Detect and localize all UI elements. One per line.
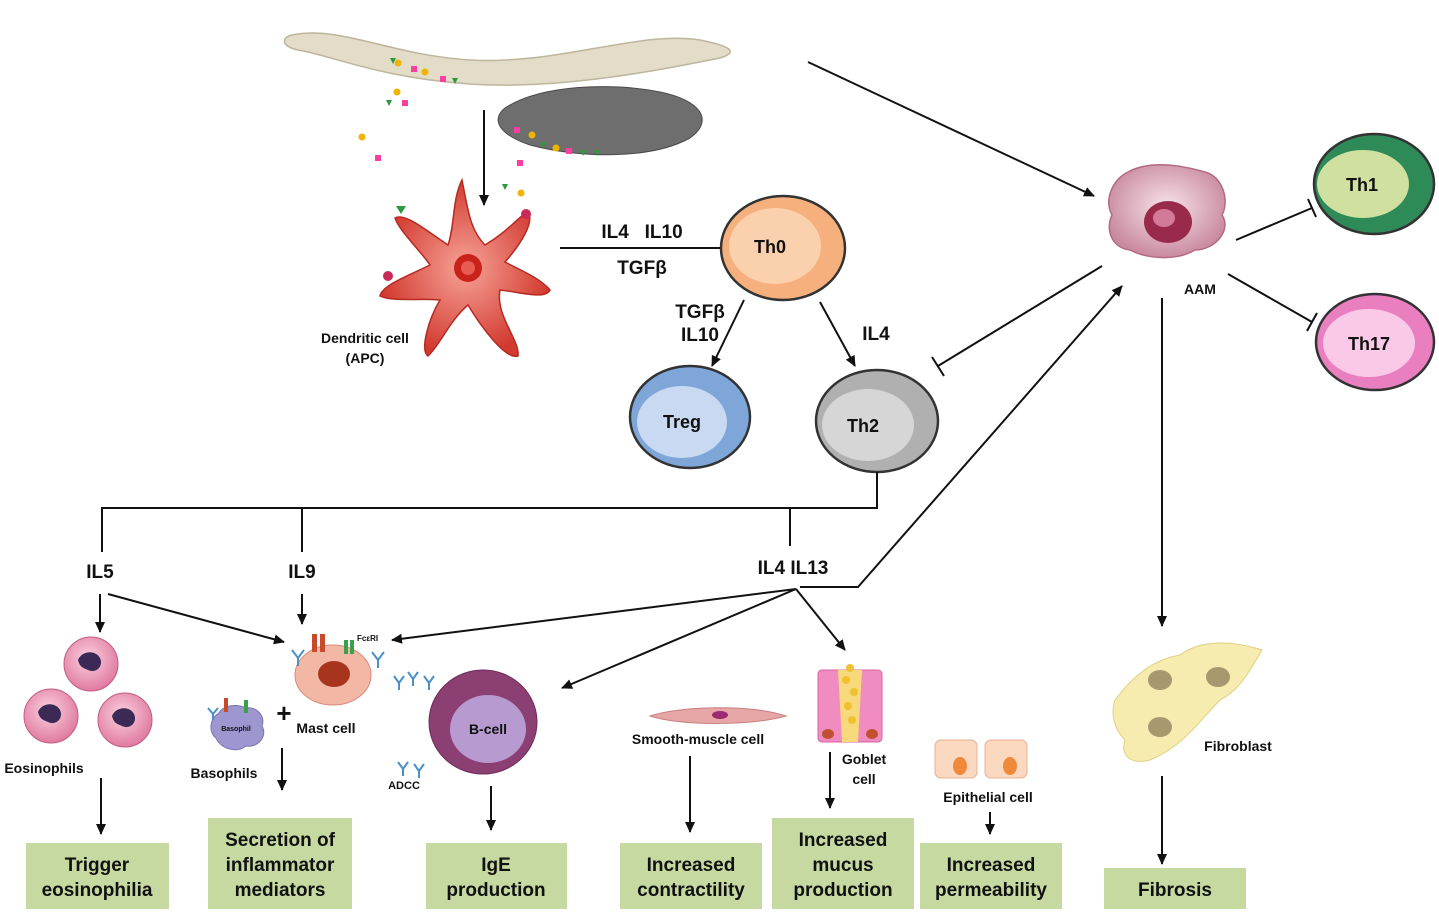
svg-text:eosinophilia: eosinophilia (42, 880, 153, 901)
goblet-cell-illustration (817, 664, 883, 743)
cytokine-il5: IL5 (86, 562, 114, 583)
plus-sign: + (276, 698, 291, 728)
svg-text:production: production (793, 880, 892, 901)
svg-text:IgE: IgE (481, 855, 511, 876)
goblet-cell-label-line1: Goblet (842, 751, 887, 767)
svg-text:Increased: Increased (799, 830, 888, 851)
th2-cell (814, 368, 940, 474)
cytokine-tgfb-treg: TGFβ (675, 302, 725, 323)
basophil-illustration (207, 698, 265, 751)
th17-cell (1314, 292, 1436, 392)
goblet-cell-label-line2: cell (852, 771, 875, 787)
svg-text:mediators: mediators (235, 880, 326, 901)
th2-label: Th2 (847, 416, 879, 436)
svg-text:Increased: Increased (947, 855, 1036, 876)
adcc-label: ADCC (388, 780, 420, 792)
svg-text:Increased: Increased (647, 855, 736, 876)
antibodies-illustration (393, 671, 435, 778)
svg-text:production: production (446, 880, 545, 901)
outcome-increased-mucus: Increased mucus production (772, 818, 914, 909)
basophils-label: Basophils (191, 765, 258, 781)
th1-label: Th1 (1346, 175, 1378, 195)
th0-cell (719, 194, 847, 302)
outcome-increased-contractility: Increased contractility (620, 843, 762, 909)
dendritic-cell-label-line2: (APC) (346, 350, 385, 366)
svg-text:Secretion of: Secretion of (225, 830, 335, 851)
antigen-particles (358, 58, 600, 197)
dendritic-cell-label-line1: Dendritic cell (321, 330, 409, 346)
connectors (95, 61, 1318, 865)
eosinophils-label: Eosinophils (4, 760, 84, 776)
epithelial-cell-label: Epithelial cell (943, 789, 1032, 805)
mast-cell-illustration (291, 634, 385, 706)
basophil-mini-label: Basophil (221, 726, 251, 733)
svg-text:mucus: mucus (812, 855, 873, 876)
fceri-label: FcεRI (357, 634, 378, 643)
eosinophils-illustration (23, 636, 153, 748)
cytokine-il9: IL9 (288, 562, 315, 583)
aam-macrophage (1108, 164, 1226, 259)
treg-cell (628, 364, 752, 470)
svg-text:inflammator: inflammator (226, 855, 335, 876)
svg-text:contractility: contractility (637, 880, 745, 901)
cytokine-il4-th2: IL4 (862, 324, 890, 345)
b-cell-label: B-cell (469, 721, 507, 737)
dendritic-cell (379, 177, 551, 357)
epithelial-cell-illustration (934, 739, 1028, 779)
svg-text:Trigger: Trigger (65, 855, 130, 876)
fibroblast-label: Fibroblast (1204, 738, 1272, 754)
mast-cell-label: Mast cell (296, 720, 355, 736)
cytokine-il4-il13: IL4 IL13 (758, 558, 829, 579)
th17-label: Th17 (1348, 334, 1390, 354)
fibroblast-illustration (1112, 642, 1263, 762)
cytokine-tgfb: TGFβ (617, 258, 667, 279)
helminth-worm-illustration (283, 32, 732, 197)
smooth-muscle-cell-illustration (648, 707, 788, 724)
cytokine-il10-treg: IL10 (681, 325, 719, 346)
outcome-increased-permeability: Increased permeability (920, 843, 1062, 909)
outcome-ige-production: IgE production (426, 843, 567, 909)
outcome-trigger-eosinophilia: Trigger eosinophilia (26, 843, 169, 909)
cytokine-il4-il10: IL4 IL10 (601, 222, 682, 243)
svg-text:Fibrosis: Fibrosis (1138, 880, 1212, 901)
outcome-secretion-mediators: Secretion of inflammator mediators (208, 818, 352, 909)
treg-label: Treg (663, 412, 701, 432)
b-cell (428, 669, 538, 775)
th0-label: Th0 (754, 237, 786, 257)
smooth-muscle-cell-label: Smooth-muscle cell (632, 731, 764, 747)
aam-label: AAM (1184, 281, 1216, 297)
outcome-fibrosis: Fibrosis (1104, 868, 1246, 909)
th1-cell (1312, 132, 1436, 236)
svg-text:permeability: permeability (935, 880, 1047, 901)
